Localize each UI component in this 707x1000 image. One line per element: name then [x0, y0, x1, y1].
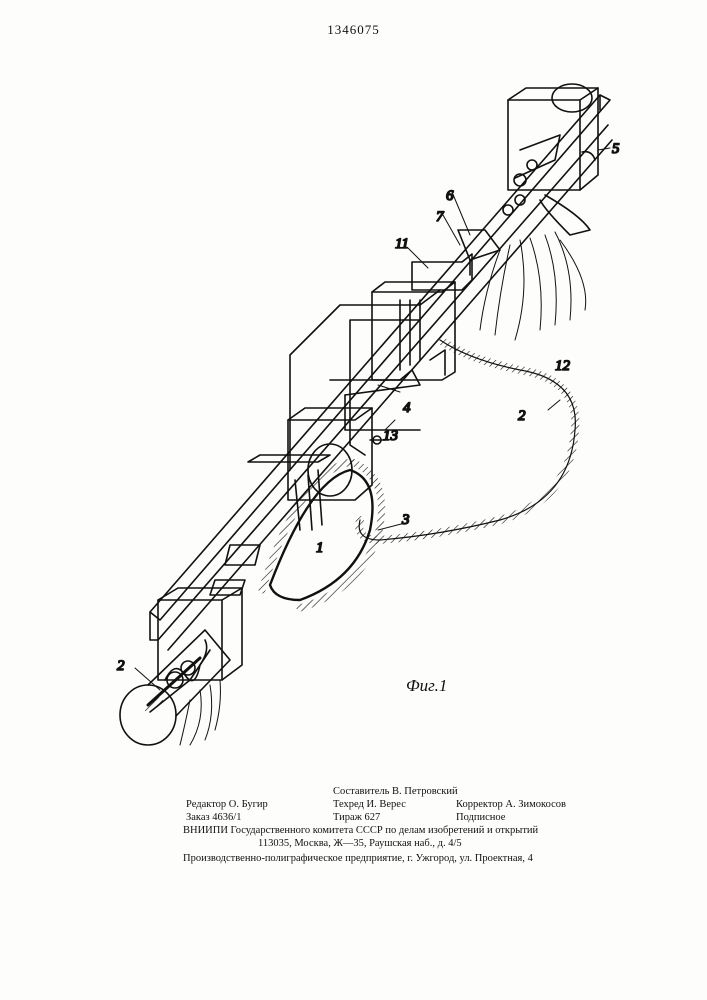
- label-5: 5: [612, 141, 620, 157]
- imprint-address: 113035, Москва, Ж—35, Раушская наб., д. …: [258, 837, 462, 850]
- label-2-bag: 2: [518, 408, 526, 424]
- label-2-left: 2: [117, 658, 125, 674]
- imprint-editor: Редактор О. Бугир: [186, 798, 268, 811]
- imprint-techred: Техред И. Верес: [333, 798, 406, 811]
- imprint-institute: ВНИИПИ Государственного комитета СССР по…: [183, 824, 538, 837]
- block-11: [412, 254, 472, 290]
- label-6: 6: [446, 188, 454, 204]
- label-12: 12: [555, 358, 571, 374]
- label-13: 13: [383, 428, 398, 444]
- imprint-printer: Производственно-полиграфическое предприя…: [183, 852, 533, 865]
- imprint-corrector: Корректор А. Зимокосов: [456, 798, 566, 811]
- label-1: 1: [316, 540, 324, 556]
- left-end-block: [120, 588, 242, 745]
- imprint-subscription: Подписное: [456, 811, 505, 824]
- imprint-circulation: Тираж 627: [333, 811, 380, 824]
- figure-caption: Фиг.1: [406, 676, 447, 696]
- lower-carriage: [210, 408, 372, 595]
- imprint-compiler: Составитель В. Петровский: [333, 785, 458, 798]
- label-3: 3: [401, 512, 410, 528]
- imprint-order: Заказ 4636/1: [186, 811, 241, 824]
- label-11: 11: [395, 236, 409, 252]
- label-4: 4: [403, 400, 411, 416]
